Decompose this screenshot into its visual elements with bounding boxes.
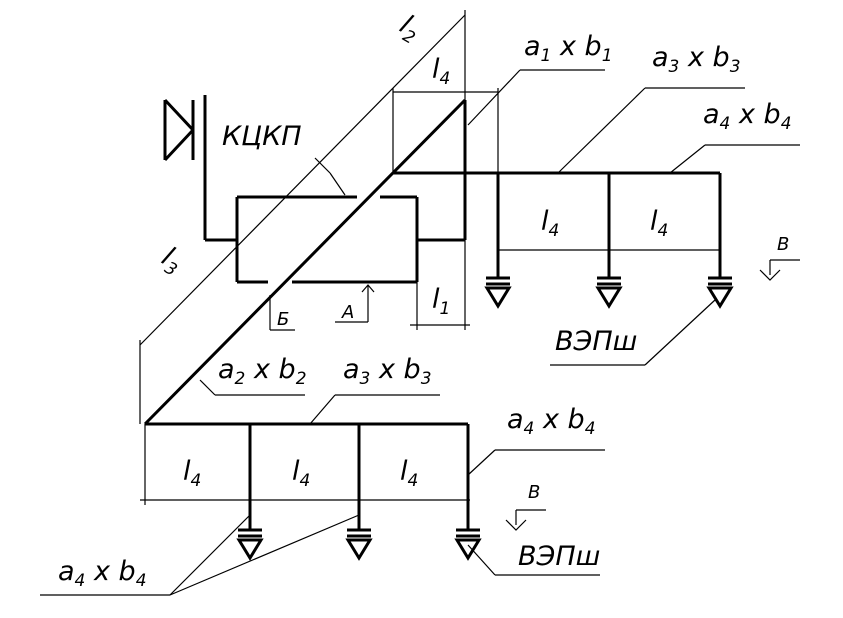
mark-a: А: [341, 302, 354, 323]
dim-l4-lower-2: l4: [292, 456, 310, 491]
dim-l4-top: l4: [432, 54, 450, 89]
mark-v-lower: В: [528, 482, 540, 503]
size-a4b4-top: a4 x b4: [703, 99, 792, 134]
dim-l4-lower-3: l4: [400, 456, 418, 491]
size-a4b4-lower: a4 x b4: [507, 404, 596, 439]
vepsh-label-lower: ВЭПш: [518, 541, 600, 572]
kckp-label: КЦКП: [222, 121, 302, 152]
outlet-icon: [484, 276, 512, 309]
dim-l4-upper-2: l4: [650, 206, 668, 241]
outlet-icon: [345, 528, 373, 561]
dim-l1-label: l1: [432, 284, 450, 319]
vepsh-label-upper: ВЭПш: [555, 326, 637, 357]
size-a3b3-top: a3 x b3: [652, 42, 741, 77]
dim-l4-upper-1: l4: [541, 206, 559, 241]
dim-l3-label: l3: [155, 241, 188, 280]
size-a2b2: a2 x b2: [218, 354, 307, 389]
size-a4b4-bottom: a4 x b4: [58, 556, 147, 591]
kckp-unit: [203, 95, 465, 284]
mark-v-upper: В: [777, 234, 789, 255]
outlet-icon: [706, 276, 734, 309]
labels: КЦКП l2 l3 l4 l1 l4 l4 l4 l4 l4 a1 x b1 …: [58, 9, 792, 591]
dim-l4-lower-1: l4: [183, 456, 201, 491]
outlet-icon: [236, 528, 264, 561]
size-a3b3-lower: a3 x b3: [343, 354, 432, 389]
dim-l2-label: l2: [393, 9, 426, 48]
fan-icon: [163, 98, 195, 162]
dimension-lines: [40, 10, 800, 596]
outlet-icons: [236, 276, 734, 561]
outlet-icon: [595, 276, 623, 309]
outlet-icon: [454, 528, 482, 561]
size-a1b1: a1 x b1: [524, 31, 613, 66]
mark-b: Б: [277, 309, 289, 330]
main-duct: [143, 98, 722, 530]
